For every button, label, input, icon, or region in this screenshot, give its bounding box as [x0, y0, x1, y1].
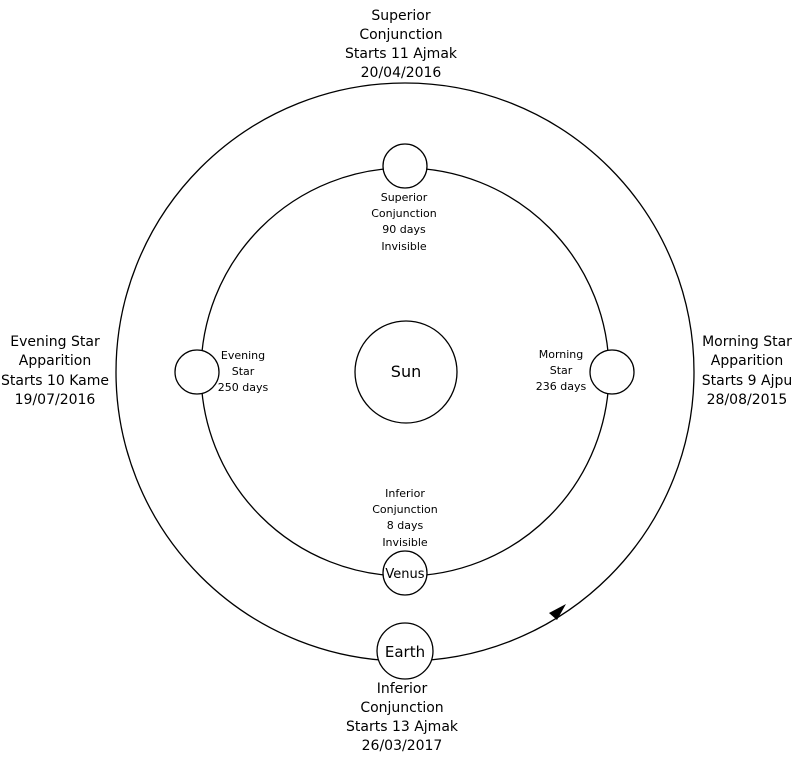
label-line: Evening Star [10, 334, 100, 350]
label-morning-star-inner: Morning Star 236 days [536, 348, 587, 393]
venus-evening-position [174, 349, 220, 395]
label-line: Conjunction [359, 27, 442, 43]
label-line: 20/04/2016 [361, 65, 442, 81]
label-line: Inferior [377, 681, 428, 697]
label-line: Invisible [382, 536, 428, 549]
label-line: Superior [371, 8, 430, 24]
venus-superior-position [382, 143, 428, 189]
label-superior-conjunction-outer: Superior Conjunction Starts 11 Ajmak 20/… [345, 8, 458, 81]
label-line: Star [550, 364, 573, 377]
label-line: Star [232, 365, 255, 378]
label-line: Morning [539, 348, 584, 361]
arrowhead-icon [549, 604, 566, 620]
label-evening-star-outer: Evening Star Apparition Starts 10 Kame 1… [1, 334, 109, 408]
label-line: Conjunction [371, 207, 437, 220]
earth [376, 622, 434, 680]
label-line: 90 days [382, 223, 426, 236]
label-evening-star-inner: Evening Star 250 days [218, 349, 269, 394]
label-line: 8 days [387, 519, 424, 532]
label-line: 236 days [536, 380, 587, 393]
venus-morning-position [589, 349, 635, 395]
sun [354, 320, 458, 424]
earth-label: Earth [385, 643, 425, 661]
label-line: Apparition [711, 353, 783, 369]
label-line: Starts 9 Ajpu [702, 373, 793, 389]
label-line: Conjunction [360, 700, 443, 716]
label-line: Invisible [381, 240, 427, 253]
label-line: Starts 10 Kame [1, 373, 109, 389]
sun-label: Sun [391, 362, 421, 381]
label-inferior-conjunction-inner: Inferior Conjunction 8 days Invisible [372, 487, 438, 549]
label-line: Apparition [19, 353, 91, 369]
label-line: Starts 11 Ajmak [345, 46, 458, 62]
label-line: Inferior [385, 487, 425, 500]
venus-inferior-position [382, 550, 428, 596]
label-morning-star-outer: Morning Star Apparition Starts 9 Ajpu 28… [702, 334, 793, 408]
label-line: Superior [381, 191, 428, 204]
label-line: Evening [221, 349, 265, 362]
label-line: Starts 13 Ajmak [346, 719, 459, 735]
label-line: Morning Star [702, 334, 792, 350]
label-line: 19/07/2016 [15, 392, 96, 408]
venus-label: Venus [385, 567, 424, 582]
label-line: Conjunction [372, 503, 438, 516]
label-superior-conjunction-inner: Superior Conjunction 90 days Invisible [371, 191, 437, 253]
label-line: 250 days [218, 381, 269, 394]
label-line: 26/03/2017 [362, 738, 443, 754]
label-inferior-conjunction-outer: Inferior Conjunction Starts 13 Ajmak 26/… [346, 681, 459, 754]
label-line: 28/08/2015 [707, 392, 788, 408]
